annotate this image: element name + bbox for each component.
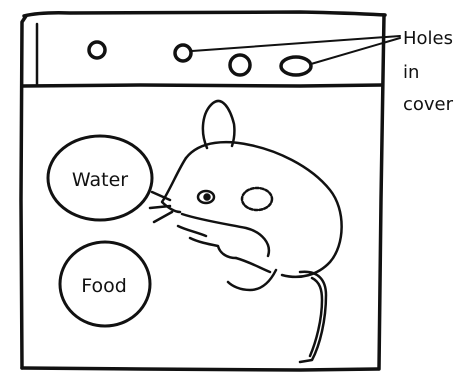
holes-label-line2: in — [403, 62, 419, 83]
mouse-pupil — [205, 195, 210, 200]
holes-in-cover-label: Holes in cover — [403, 28, 454, 115]
mouse-chest — [182, 214, 269, 256]
mouse-leg — [228, 270, 276, 290]
mouse-paws — [178, 226, 236, 258]
mouse-underside — [236, 258, 270, 272]
food-label: Food — [81, 275, 127, 297]
hole-3 — [230, 55, 250, 75]
lid-divider — [22, 85, 382, 86]
mouse-head — [162, 158, 186, 212]
holes-label-line1: Holes — [403, 28, 453, 49]
holes-label-line3: cover — [403, 94, 454, 115]
mouse-cheek — [242, 188, 272, 210]
pointer-line-1 — [192, 36, 400, 51]
mouse-whiskers — [150, 192, 172, 222]
hole-1 — [89, 42, 105, 58]
water-label: Water — [72, 169, 128, 191]
lid-holes — [89, 42, 311, 75]
hole-pointer-lines — [192, 36, 400, 64]
hole-2 — [175, 45, 191, 61]
mouse-tail-inner — [310, 278, 322, 356]
mouse-illustration — [150, 101, 342, 362]
hole-4 — [281, 57, 311, 75]
